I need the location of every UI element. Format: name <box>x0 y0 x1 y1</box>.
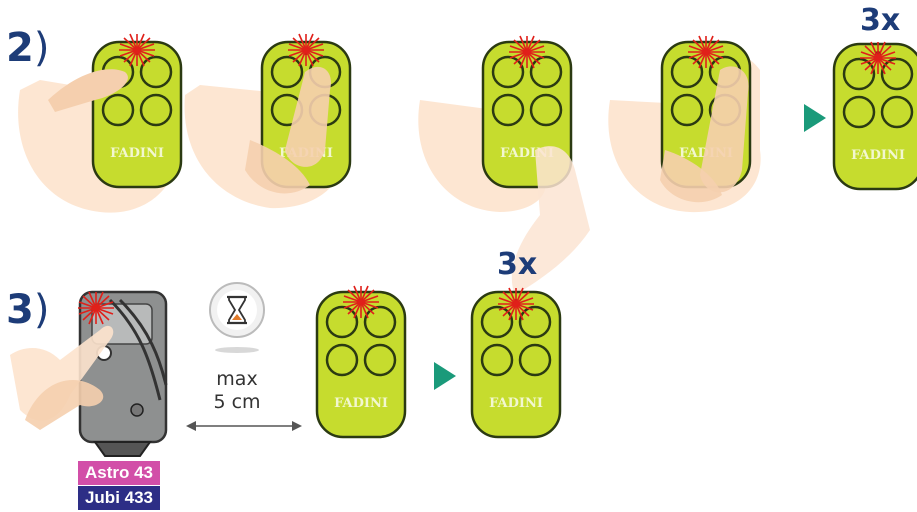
step-3-number: 3 <box>6 287 34 333</box>
step-2-number: 2 <box>6 25 34 71</box>
model-badge-astro: Astro 43 <box>78 461 160 485</box>
led-burst-source <box>78 292 114 324</box>
model-badge-jubi: Jubi 433 <box>78 486 160 510</box>
distance-label-line2: 5 cm <box>200 391 274 414</box>
step-3-paren: ) <box>34 287 50 333</box>
led-burst-4 <box>688 36 724 68</box>
step-2-label: 2) <box>6 28 49 68</box>
repeat-count-bottom: 3x <box>497 250 537 280</box>
led-burst-6 <box>343 286 379 318</box>
distance-label: max 5 cm <box>200 368 274 414</box>
distance-arrow <box>186 421 302 431</box>
led-burst-2 <box>288 34 324 66</box>
step-2-paren: ) <box>34 25 50 71</box>
arrow-right-2 <box>434 362 456 390</box>
hourglass-icon <box>210 283 264 353</box>
distance-label-line1: max <box>200 368 274 391</box>
repeat-count-top: 3x <box>860 6 900 36</box>
remote-5 <box>834 44 917 189</box>
step-3-label: 3) <box>6 290 49 330</box>
arrow-right-1 <box>804 104 826 132</box>
led-burst-5 <box>860 42 896 74</box>
led-burst-7 <box>498 288 534 320</box>
led-burst-3 <box>509 36 545 68</box>
led-burst-1 <box>119 34 155 66</box>
